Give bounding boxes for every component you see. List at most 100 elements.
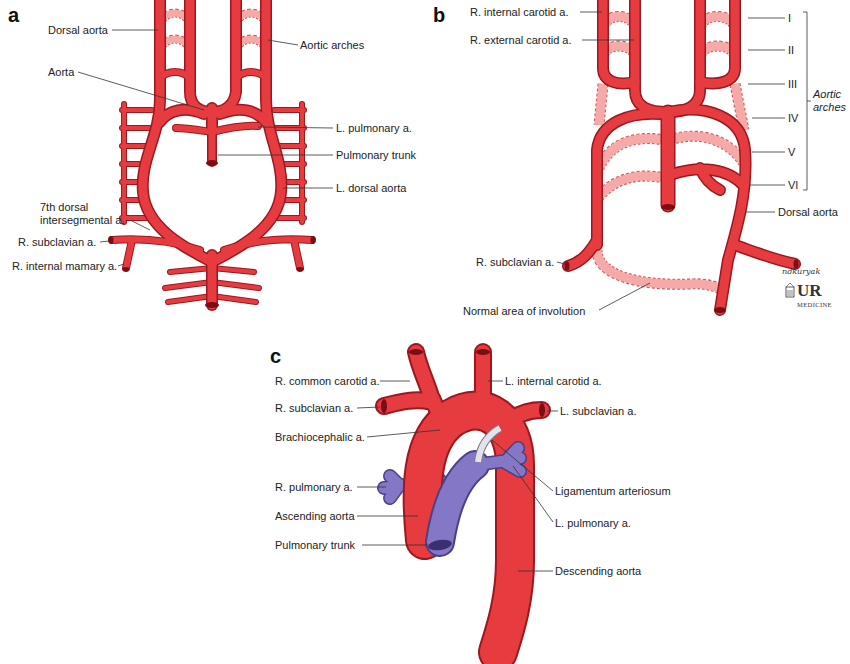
embryonic-artery xyxy=(700,0,735,83)
involuted-vessel xyxy=(597,17,745,291)
leader-line xyxy=(518,571,553,572)
aorta xyxy=(423,411,515,652)
embryonic-artery xyxy=(662,112,674,205)
embryonic-artery xyxy=(670,168,744,190)
leader-line xyxy=(357,516,418,517)
aorta xyxy=(384,352,542,428)
embryonic-artery xyxy=(190,0,236,112)
part-label: Ascending aorta xyxy=(275,510,355,523)
pulmonary-artery xyxy=(440,465,475,542)
part-label: L. pulmonary a. xyxy=(336,122,412,135)
embryonic-artery xyxy=(700,0,735,83)
pulmonary-artery xyxy=(427,538,452,551)
embryonic-artery xyxy=(668,0,700,112)
embryonic-artery xyxy=(635,0,668,112)
aorta xyxy=(384,352,542,428)
part-label: R. internal carotid a. xyxy=(470,6,568,19)
arch-number: VI xyxy=(788,179,798,192)
part-label: Aortic arches xyxy=(300,39,364,52)
signature: ndkuryak xyxy=(782,267,820,277)
embryonic-artery xyxy=(190,0,236,112)
embryonic-artery xyxy=(207,125,217,162)
pulmonary-artery xyxy=(440,465,475,542)
embryonic-artery xyxy=(568,0,795,310)
pulmonary-artery xyxy=(427,448,520,552)
vessel-end xyxy=(476,349,490,355)
embryonic-artery xyxy=(568,0,795,310)
arch-number: I xyxy=(788,12,791,25)
vessel-end xyxy=(297,267,304,271)
part-label: Aorta xyxy=(48,66,74,79)
part-label: R. pulmonary a. xyxy=(275,481,353,494)
part-label: L. pulmonary a. xyxy=(555,517,631,530)
leader-line xyxy=(580,12,602,13)
embryonic-artery xyxy=(597,114,660,245)
leader-line xyxy=(357,407,380,408)
embryonic-artery xyxy=(670,168,744,190)
embryonic-artery xyxy=(568,0,795,310)
embryonic-artery xyxy=(207,125,217,162)
vessel-end xyxy=(109,160,316,308)
involuted-vessel xyxy=(597,17,745,291)
part-label: R. subclavian a. xyxy=(18,236,96,249)
ligamentum-band xyxy=(478,428,500,462)
embryonic-artery xyxy=(603,0,635,83)
embryonic-artery xyxy=(568,240,597,266)
leader-line xyxy=(218,155,333,156)
embryonic-artery xyxy=(735,245,795,264)
embryonic-artery xyxy=(206,255,218,305)
embryonic-artery xyxy=(112,239,312,268)
leader-line xyxy=(362,545,428,546)
part-label: Brachiocephalic a. xyxy=(275,431,365,444)
part-label: 7th dorsal intersegmental a. xyxy=(40,201,132,227)
bracket xyxy=(803,12,811,190)
leader-line xyxy=(112,30,158,31)
embryonic-artery xyxy=(668,0,700,112)
embryonic-artery xyxy=(209,125,216,162)
embryonic-artery xyxy=(160,72,266,78)
part-label: L. dorsal aorta xyxy=(336,182,406,195)
embryonic-artery xyxy=(661,112,676,205)
vessel-end xyxy=(539,403,545,417)
involuted-vessel xyxy=(160,13,266,48)
vessel-end xyxy=(206,160,218,166)
involuted-vessel xyxy=(597,17,745,291)
leader-line xyxy=(492,440,553,491)
embryonic-artery xyxy=(568,240,597,266)
arch-number: II xyxy=(788,44,794,57)
leader-line xyxy=(557,262,565,264)
ligamentum-band xyxy=(478,428,500,462)
bracket xyxy=(803,12,811,190)
leader-line xyxy=(582,40,634,41)
pulmonary-artery xyxy=(440,465,475,542)
involuted-vessel xyxy=(160,13,266,48)
involuted-vessel xyxy=(597,17,745,291)
leader-line xyxy=(78,12,785,571)
part-label: Normal area of involution xyxy=(463,305,585,318)
watermark: UR xyxy=(797,282,822,300)
logo-mark xyxy=(786,283,794,296)
leader-line xyxy=(599,283,650,310)
aorta xyxy=(423,411,515,652)
involuted-vessel xyxy=(160,13,266,48)
vessel-end xyxy=(381,399,387,413)
ligamentum-band xyxy=(478,428,500,462)
panel-letter: b xyxy=(433,4,445,26)
part-label: L. internal carotid a. xyxy=(505,375,602,388)
embryonic-artery xyxy=(597,114,660,245)
arch-number: V xyxy=(788,146,795,159)
embryonic-artery xyxy=(635,0,668,112)
pulmonary-artery xyxy=(440,465,475,542)
leader-line xyxy=(357,487,386,488)
part-label: R. external carotid a. xyxy=(470,34,572,47)
part-label: Pulmonary trunk xyxy=(336,149,416,162)
part-label: R. subclavian a. xyxy=(476,256,554,269)
embryonic-artery xyxy=(112,72,312,268)
panel-letter: c xyxy=(270,345,281,367)
vessel-end xyxy=(661,204,675,210)
vessel-end xyxy=(565,262,570,271)
aorta xyxy=(423,411,515,652)
leader-line xyxy=(748,18,785,185)
